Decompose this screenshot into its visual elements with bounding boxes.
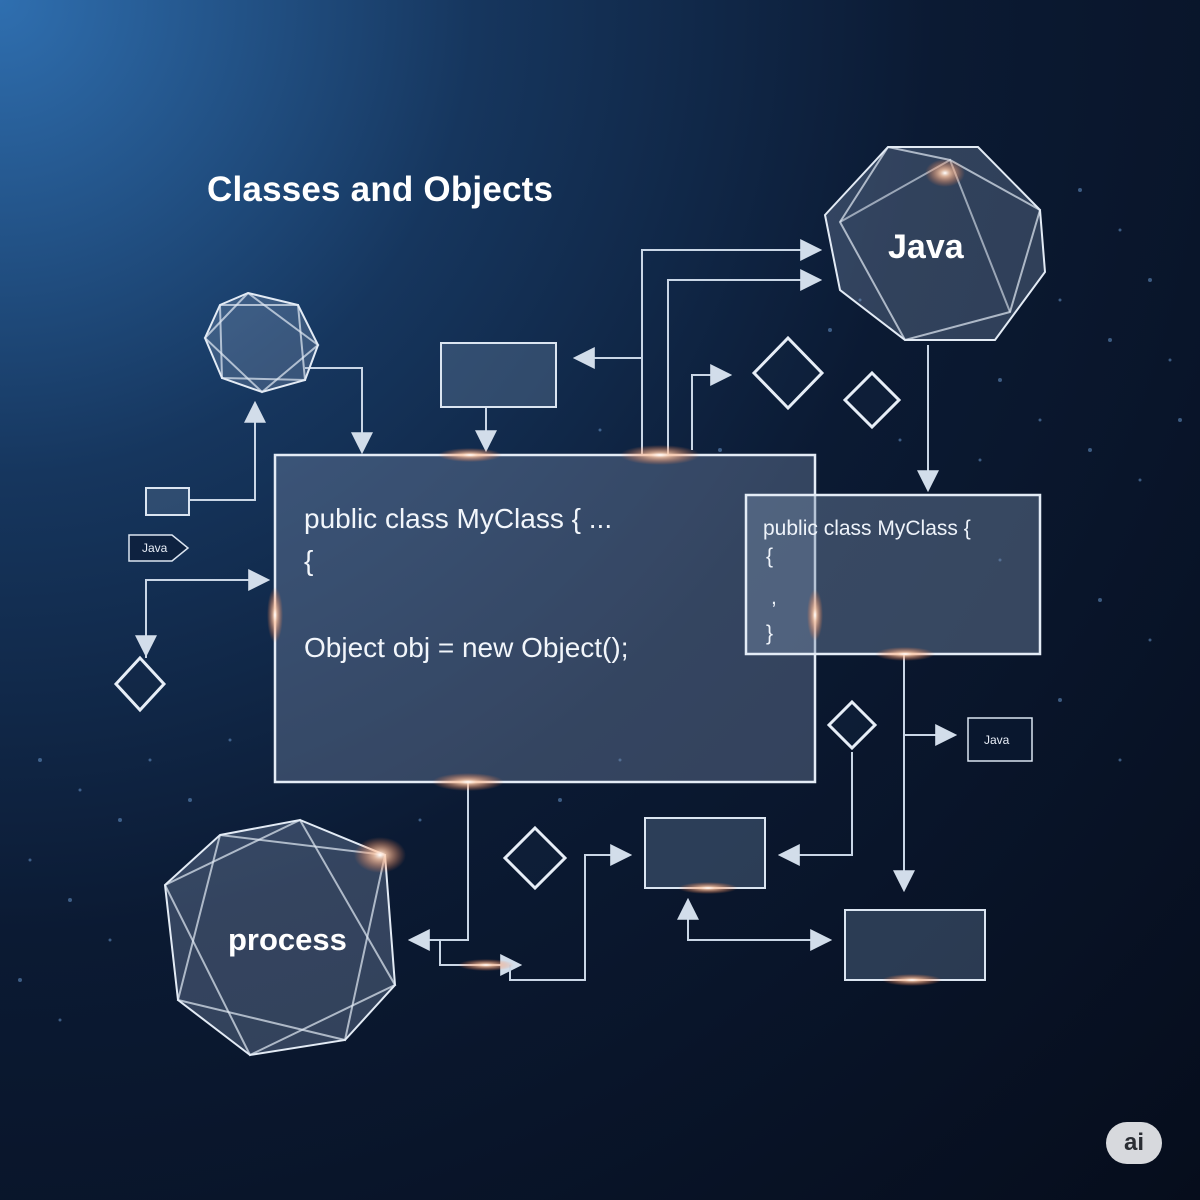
connector-smallrect-to-hex xyxy=(190,400,266,501)
diagram-title: Classes and Objects xyxy=(207,170,554,209)
tag-right-label: Java xyxy=(984,733,1010,747)
tag-right xyxy=(967,717,1033,762)
connector-to-diamond xyxy=(691,364,733,450)
connector-panel-to-java xyxy=(667,269,823,455)
connector-panel-to-process xyxy=(407,782,469,951)
connector-left-to-panel xyxy=(145,569,271,658)
process-polyhedron xyxy=(163,818,397,1057)
secondary-code-line-1: public class MyClass { xyxy=(763,517,971,540)
particle-field xyxy=(18,188,1182,1022)
tag-left xyxy=(128,534,190,562)
connector-to-midbox xyxy=(509,844,633,981)
box-small-left xyxy=(145,487,190,516)
diamond-right xyxy=(826,699,878,751)
diamond-left xyxy=(113,655,167,713)
connector-panel-to-java-2 xyxy=(641,239,823,455)
process-node-label: process xyxy=(228,922,347,957)
main-code-line-2: { xyxy=(304,545,314,576)
diamond-top-2 xyxy=(842,370,902,430)
main-code-line-3: Object obj = new Object(); xyxy=(304,632,629,663)
tag-left-label: Java xyxy=(142,541,168,555)
diamond-group xyxy=(113,335,902,891)
connector-hex-to-panel xyxy=(305,367,373,455)
connector-midbox-to-bottombox xyxy=(677,897,833,951)
java-node-label: Java xyxy=(888,228,964,266)
connector-lines xyxy=(135,239,958,981)
secondary-code-line-2: { xyxy=(766,545,774,568)
box-top xyxy=(440,342,557,408)
main-code-panel xyxy=(273,453,817,784)
secondary-code-line-4: } xyxy=(766,622,774,645)
main-code-line-1: public class MyClass { ... xyxy=(304,503,613,534)
diamond-bottom xyxy=(502,825,568,891)
diamond-top-1 xyxy=(751,335,825,411)
box-mid xyxy=(644,817,766,889)
small-polyhedron xyxy=(203,291,320,394)
connector-diamond-to-box xyxy=(777,752,853,866)
box-bottom xyxy=(844,909,986,981)
ai-badge: ai xyxy=(1106,1122,1162,1164)
secondary-code-line-3: , xyxy=(771,586,777,609)
light-flares xyxy=(267,159,965,986)
